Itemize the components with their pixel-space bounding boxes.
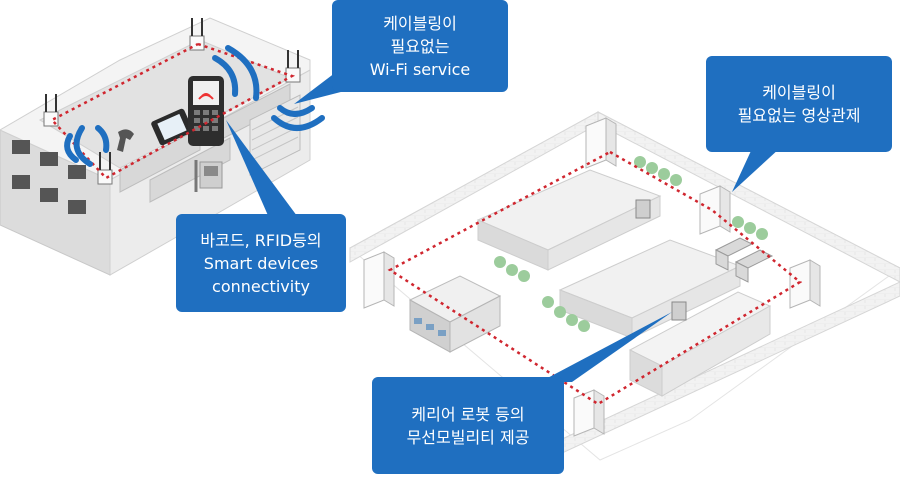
trucks bbox=[714, 237, 774, 283]
indoor-warehouse bbox=[0, 17, 325, 276]
barcode-scanner-icon bbox=[117, 129, 134, 152]
forklift-robot bbox=[635, 199, 687, 321]
video-surveillance-callout: 케이블링이 필요없는 영상관제 bbox=[706, 56, 892, 152]
wifi-service-callout: 케이블링이 필요없는 Wi-Fi service bbox=[332, 0, 508, 92]
smart-devices-text: 바코드, RFID등의 Smart devices connectivity bbox=[200, 230, 322, 296]
rfid-terminal-icon bbox=[188, 76, 224, 146]
wireless-mobility-text: 케리어 로봇 등의 무선모빌리티 제공 bbox=[406, 404, 530, 447]
wifi-signal-icon bbox=[64, 45, 325, 167]
outdoor-network-line bbox=[387, 150, 803, 406]
wifi-service-text: 케이블링이 필요없는 Wi-Fi service bbox=[369, 13, 471, 79]
forklift-robot bbox=[194, 160, 223, 192]
office-building bbox=[408, 275, 502, 353]
smart-devices-callout: 바코드, RFID등의 Smart devices connectivity bbox=[176, 214, 346, 312]
outdoor-logistics-complex bbox=[349, 111, 900, 461]
video-surveillance-text: 케이블링이 필요없는 영상관제 bbox=[737, 83, 861, 125]
wireless-mobility-callout: 케리어 로봇 등의 무선모빌리티 제공 bbox=[372, 377, 564, 474]
trees bbox=[494, 156, 768, 332]
storage-shelves bbox=[119, 83, 291, 203]
